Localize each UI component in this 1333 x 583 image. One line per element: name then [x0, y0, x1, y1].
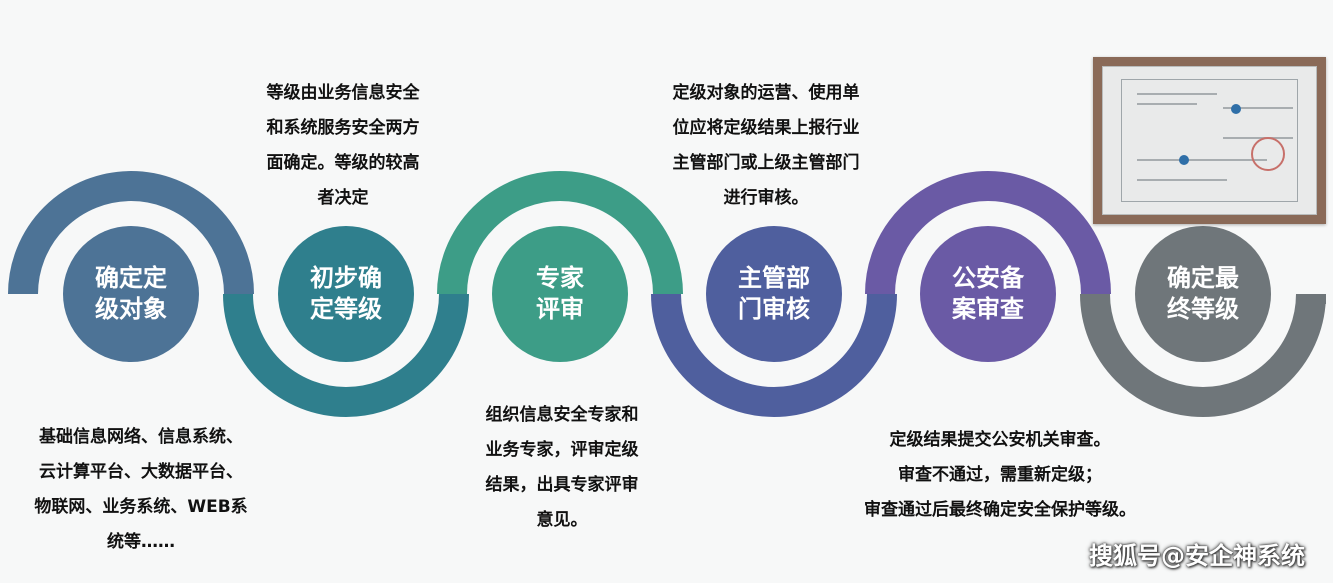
wave-segment	[437, 171, 683, 295]
step-label-define-object: 确定定 级对象	[95, 264, 167, 323]
step-label-initial-grading: 初步确 定等级	[310, 264, 382, 323]
step-circle-police-filing: 公安备 案审查	[920, 226, 1056, 362]
step-label-final-grade: 确定最 终等级	[1167, 264, 1239, 323]
note-police-filing: 定级结果提交公安机关审查。 审查不通过，需重新定级； 审查通过后最终确定安全保护…	[864, 430, 1136, 520]
step-label-authority-review: 主管部 门审核	[738, 264, 810, 323]
wave-segment	[8, 171, 254, 295]
step-label-expert-review: 专家 评审	[536, 264, 584, 323]
wave-segment	[223, 293, 469, 417]
certificate-image	[1093, 57, 1326, 224]
step-circle-final-grade: 确定最 终等级	[1135, 226, 1271, 362]
wave-segment	[865, 171, 1111, 295]
step-label-police-filing: 公安备 案审查	[952, 264, 1024, 323]
wave-segment	[1080, 293, 1326, 417]
note-authority-review: 定级对象的运营、使用单 位应将定级结果上报行业 主管部门或上级主管部门 进行审核…	[672, 83, 860, 208]
step-circle-authority-review: 主管部 门审核	[706, 226, 842, 362]
note-expert-review: 组织信息安全专家和 业务专家，评审定级 结果，出具专家评审 意见。	[485, 405, 639, 530]
watermark-text: 搜狐号@安企神系统	[1089, 542, 1305, 570]
wave-segment	[651, 293, 897, 417]
note-define-object: 基础信息网络、信息系统、 云计算平台、大数据平台、 物联网、业务系统、WEB系 …	[34, 427, 248, 552]
step-circle-initial-grading: 初步确 定等级	[278, 226, 414, 362]
step-circle-expert-review: 专家 评审	[492, 226, 628, 362]
note-initial-grading: 等级由业务信息安全 和系统服务安全两方 面确定。等级的较高 者决定	[266, 83, 420, 208]
step-circle-define-object: 确定定 级对象	[63, 226, 199, 362]
